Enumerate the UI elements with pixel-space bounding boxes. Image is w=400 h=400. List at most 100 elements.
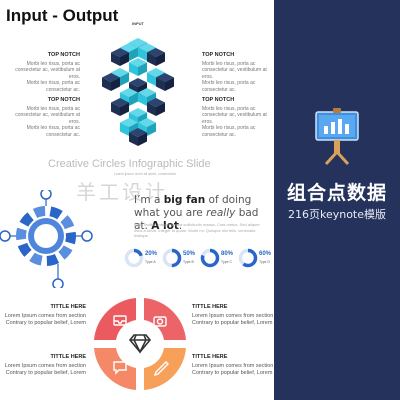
keynote-icon <box>315 108 359 166</box>
tittle-block-tl: TITTLE HERE Lorem Ipsum comes from secti… <box>0 304 86 328</box>
notch-heading: TOP NOTCH <box>47 97 80 103</box>
camera-icon <box>153 316 167 327</box>
gear-node-right <box>81 230 93 242</box>
gear-segment <box>58 245 73 260</box>
gear-node-bottom <box>52 278 64 288</box>
cube <box>129 128 147 146</box>
donut-type: Type C <box>221 260 233 264</box>
wheel-segment-bl <box>94 348 136 390</box>
gear-segment <box>17 242 32 257</box>
tittle-line: Contrary to popular belief, Lorem <box>5 370 86 376</box>
section2-title: Creative Circles Infographic Slide <box>48 158 211 170</box>
notch-line: consectetur ac, vestibulum at eros. <box>202 112 267 125</box>
gear-segment <box>46 253 60 266</box>
donut-a: 20% Type A <box>124 248 162 270</box>
donut-fill <box>200 248 220 268</box>
tittle-line: Contrary to popular belief, Lorem <box>192 370 273 376</box>
donut-b: 50% Type B <box>162 248 200 270</box>
donut-pct: 50% <box>183 251 196 257</box>
notch-block-tl: TOP NOTCH Morbi leo risus, porta ac cons… <box>10 52 80 93</box>
cube <box>147 98 165 116</box>
tittle-line: Contrary to popular belief, Lorem <box>5 320 86 326</box>
cube <box>111 98 129 116</box>
donut-row: 20% Type A 50% Type B 80% Type C 60% Typ… <box>124 248 274 270</box>
notch-line: Morbi leo risus, porta ac <box>26 60 80 67</box>
notch-line: Morbi leo risus, porta ac <box>26 105 80 112</box>
donut-fill <box>238 248 258 268</box>
segment-wheel <box>94 298 186 390</box>
tittle-line: Lorem Ipsum comes from section <box>192 312 274 319</box>
pencil-icon <box>153 361 169 377</box>
notch-heading: TOP NOTCH <box>202 52 235 58</box>
notch-line: consectetur ac. <box>202 131 236 138</box>
side-subtitle: 216页keynote模版 <box>287 208 387 221</box>
tittle-block-bl: TITTLE HERE Lorem Ipsum comes from secti… <box>0 354 86 378</box>
tittle-block-br: TITTLE HERE Lorem Ipsum comes from secti… <box>192 354 278 378</box>
side-panel <box>274 0 400 400</box>
gear-segment <box>32 206 46 219</box>
input-label: INPUT <box>132 21 144 26</box>
tittle-heading: TITTLE HERE <box>192 304 228 310</box>
notch-heading: TOP NOTCH <box>202 97 235 103</box>
gear-segment <box>29 252 43 266</box>
gear-node-top <box>40 190 52 200</box>
isometric-cubes <box>102 38 174 146</box>
notch-heading: TOP NOTCH <box>47 52 80 58</box>
notch-line: consectetur ac, vestibulum at eros. <box>202 67 267 80</box>
notch-block-tr: TOP NOTCH Morbi leo risus, porta ac cons… <box>202 52 272 93</box>
tittle-heading: TITTLE HERE <box>50 354 86 360</box>
tittle-heading: TITTLE HERE <box>50 304 86 310</box>
quote-body: Nulla facilisi. Integer lacinia sollicit… <box>134 222 260 238</box>
watermark: 羊工设计 <box>76 180 168 204</box>
tittle-line: Lorem Ipsum comes from section <box>4 362 86 369</box>
page-title: Input - Output <box>6 6 119 25</box>
donut-type: Type A <box>145 260 156 264</box>
notch-line: consectetur ac. <box>202 86 236 93</box>
gear-ring <box>16 206 76 266</box>
notch-line: Morbi leo risus, porta ac <box>202 60 256 67</box>
inbox-icon <box>113 315 127 326</box>
cube <box>147 48 165 66</box>
wheel-segment-tl <box>94 298 136 340</box>
gear-segment <box>60 215 75 230</box>
notch-line: consectetur ac. <box>46 86 80 93</box>
notch-line: Morbi leo risus, porta ac <box>202 125 256 131</box>
gear-diagram <box>0 190 93 288</box>
donut-type: Type D <box>259 260 271 264</box>
tittle-line: Contrary to popular belief, Lorem <box>192 320 273 326</box>
notch-block-bl: TOP NOTCH Morbi leo risus, porta ac cons… <box>10 97 80 138</box>
tittle-line: Lorem Ipsum comes from section <box>4 312 86 319</box>
cube <box>156 73 174 91</box>
chat-icon <box>113 361 127 375</box>
cube <box>129 58 147 76</box>
notch-line: Morbi leo risus, porta ac <box>202 80 256 86</box>
tittle-heading: TITTLE HERE <box>192 354 228 360</box>
donut-c: 80% Type C <box>200 248 238 270</box>
notch-line: consectetur ac, vestibulum at eros. <box>15 67 80 80</box>
notch-block-br: TOP NOTCH Morbi leo risus, porta ac cons… <box>202 97 272 138</box>
side-title: 组合点数据 <box>286 182 387 204</box>
notch-line: consectetur ac. <box>46 131 80 138</box>
quote-text: I’m a big fan of doing what you are real… <box>134 194 259 232</box>
donut-ring <box>162 248 182 268</box>
notch-line: Morbi leo risus, porta ac <box>26 80 80 86</box>
donut-pct: 20% <box>145 251 158 257</box>
gear-segment <box>16 227 27 241</box>
gear-hole <box>34 224 58 248</box>
gear-segment <box>19 212 34 227</box>
donut-fill <box>162 248 182 268</box>
donut-type: Type B <box>183 260 194 264</box>
wheel-center <box>120 324 160 364</box>
gear-segment <box>49 206 63 220</box>
donut-ring <box>238 248 258 268</box>
donut-pct: 80% <box>221 251 234 257</box>
tittle-block-tr: TITTLE HERE Lorem Ipsum comes from secti… <box>192 304 278 328</box>
wheel-segment-br <box>144 348 186 390</box>
diamond-icon <box>128 334 152 354</box>
section2-caption: Lorem ipsum dolor sit amet, consectetur <box>113 172 177 176</box>
notch-line: Morbi leo risus, porta ac <box>202 105 256 112</box>
wheel-segment-tr <box>144 298 186 340</box>
donut-pct: 60% <box>259 251 272 257</box>
tittle-line: Lorem Ipsum comes from section <box>192 362 274 369</box>
cube <box>102 73 120 91</box>
